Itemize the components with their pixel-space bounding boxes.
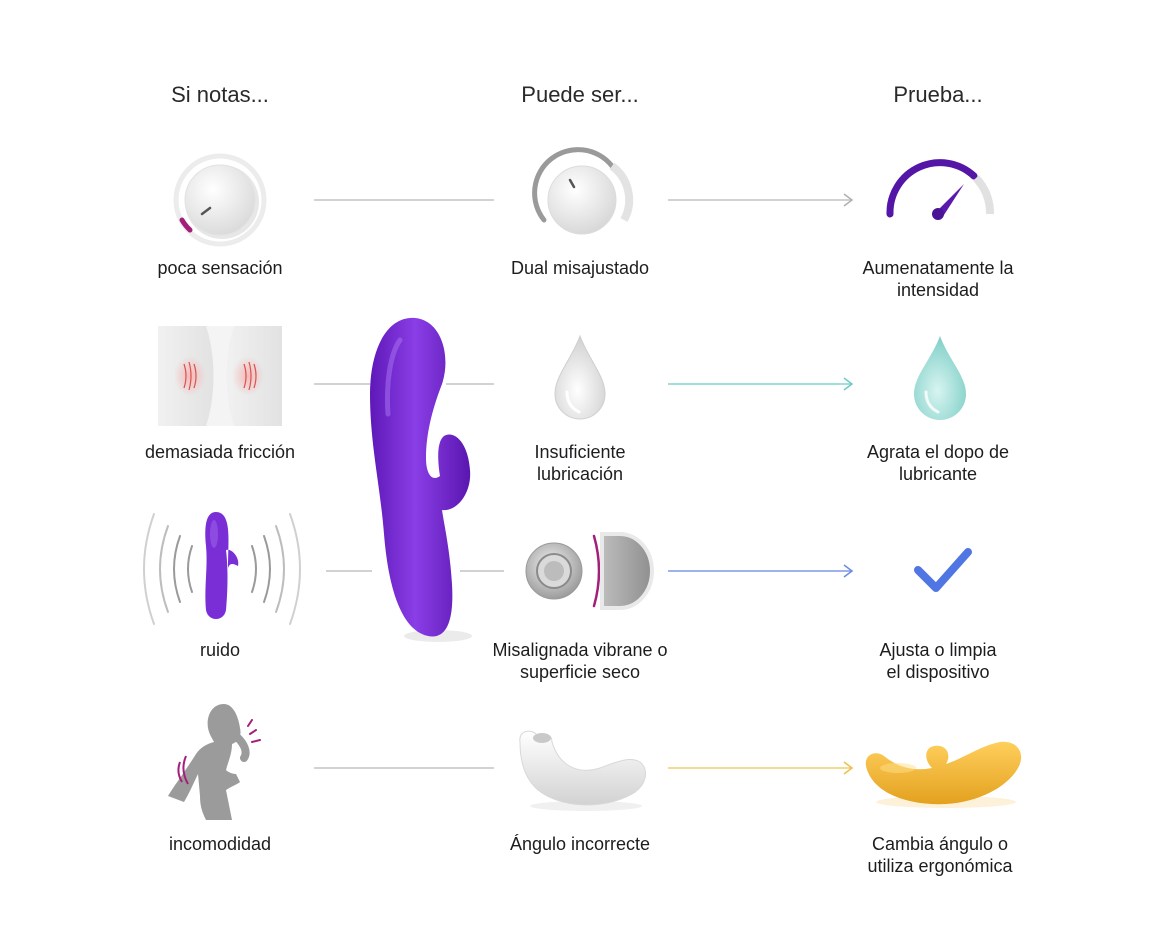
- column-header-symptom: Si notas...: [171, 82, 269, 107]
- arrow-head: [843, 193, 854, 207]
- column-header-cause: Puede ser...: [521, 82, 639, 107]
- symptom-label: ruido: [199, 640, 241, 660]
- clear-drop-icon: [554, 334, 606, 420]
- remedy-label: Aumenatamente la intensidad: [862, 258, 1014, 300]
- yellow-ergonomic-device-icon: [865, 741, 1022, 808]
- cause-label: Insuficiente lubricación: [534, 442, 626, 484]
- remedy-label: Agrata el dopo de lubricante: [866, 442, 1010, 484]
- cause-label: Misalignada vibrane o superficie seco: [492, 640, 668, 682]
- cause-label: Dual misajustado: [510, 258, 650, 278]
- symptom-label: demasiada fricción: [144, 442, 296, 462]
- white-curved-device-icon: [519, 730, 647, 811]
- arrow-head: [843, 761, 854, 775]
- misaligned-motor-icon: [525, 532, 654, 610]
- knob-dial-icon: [532, 147, 634, 235]
- symptom-label: incomodidad: [168, 834, 272, 854]
- remedy-label: Cambia ángulo o utiliza ergonómica: [867, 834, 1013, 876]
- column-header-remedy: Prueba...: [893, 82, 983, 107]
- remedy-label: Ajusta o limpia el dispositivo: [879, 640, 997, 682]
- friction-skin-icon: [158, 326, 282, 426]
- purple-rabbit-vibrator-icon: [370, 317, 472, 642]
- arrow-head: [843, 377, 854, 391]
- uncomfortable-person-icon: [168, 704, 261, 820]
- knob-low-icon: [173, 153, 267, 247]
- teal-drop-icon: [914, 336, 966, 420]
- arrow-head: [843, 564, 854, 578]
- cause-label: Ángulo incorrecte: [509, 834, 651, 854]
- symptom-label: poca sensación: [157, 258, 283, 278]
- speedometer-icon: [886, 159, 994, 220]
- checkmark-icon: [914, 548, 972, 592]
- vibrating-device-icon: [143, 512, 301, 625]
